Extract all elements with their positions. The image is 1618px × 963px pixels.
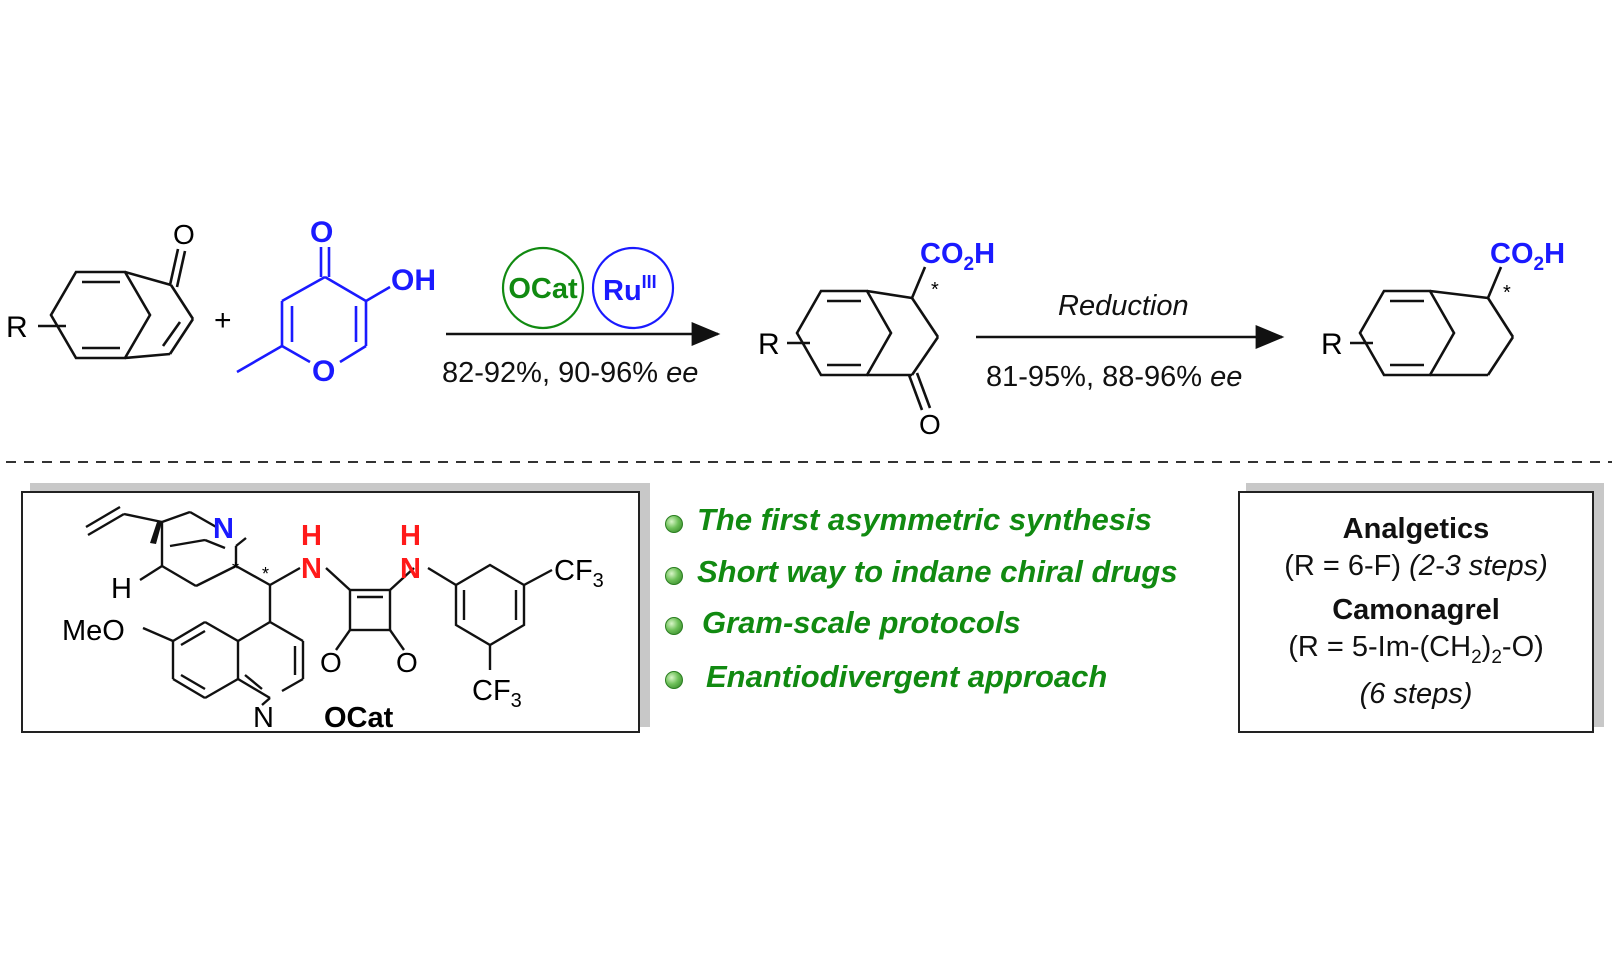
acid-stereo-star: * [931, 279, 939, 301]
catalyst-cf3-bottom: CF3 [472, 675, 522, 712]
catalyst-nh2-n: N [400, 553, 421, 585]
acid-r-label: R [758, 328, 780, 361]
catalyst-box [21, 491, 640, 733]
catalyst-meo: MeO [62, 615, 125, 647]
drug1-conditions: (R = 6-F) (2-3 steps) [1284, 550, 1548, 582]
indane-r-label: R [1321, 328, 1343, 361]
bullet-icon-1 [665, 515, 683, 533]
step2-conditions: 81-95%, 88-96% ee [986, 361, 1243, 393]
pyranone-ring-o: O [312, 355, 335, 388]
catalyst-nh2-h: H [400, 520, 421, 552]
plus-sign: + [214, 304, 232, 337]
acid-co2h-label: CO2H [920, 238, 995, 275]
feature-3: Gram-scale protocols [702, 605, 1021, 640]
indenone-o-label: O [173, 219, 195, 250]
catalyst-name: OCat [324, 702, 394, 734]
pyranone-o-carbonyl: O [310, 216, 333, 249]
indenone-structure [38, 248, 195, 360]
drug2-name: Camonagrel [1332, 594, 1500, 626]
feature-1: The first asymmetric synthesis [697, 502, 1152, 537]
drug1-name: Analgetics [1342, 513, 1490, 545]
bullet-icon-3 [665, 617, 683, 635]
indenone-r-label: R [6, 311, 28, 344]
drug2-steps: (6 steps) [1359, 677, 1473, 710]
drug2-conditions: (R = 5-Im-(CH2)2-O) [1288, 631, 1544, 668]
indanone-acid-structure [787, 266, 940, 411]
catalyst-cf3-top: CF3 [554, 555, 604, 592]
ocat-circle [501, 246, 585, 330]
ocat-circle-label: OCat [508, 273, 578, 305]
bullet-icon-4 [665, 671, 683, 689]
ru-circle-label: RuIII [603, 272, 657, 307]
catalyst-squaramide-o2: O [396, 647, 418, 678]
catalyst-nh1-h: H [301, 520, 322, 552]
catalyst-n-quinuclidine: N [213, 513, 234, 545]
pyranone-oh: OH [391, 264, 436, 297]
pyranone-structure [236, 247, 391, 374]
catalyst-quinoline-n: N [253, 702, 274, 734]
step2-reagent: Reduction [1058, 290, 1189, 322]
catalyst-star-2: * [262, 564, 269, 584]
indane-stereo-star: * [1503, 282, 1511, 304]
applications-box: Analgetics (R = 6-F) (2-3 steps) Camonag… [1238, 491, 1594, 733]
indane-acid-structure [1350, 266, 1515, 377]
catalyst-nh1-n: N [301, 553, 322, 585]
feature-4: Enantiodivergent approach [706, 659, 1108, 694]
acid-ketone-o: O [919, 409, 941, 440]
catalyst-h: H [111, 573, 132, 605]
step1-conditions: 82-92%, 90-96% ee [442, 357, 699, 389]
ru-circle [591, 246, 675, 330]
indane-co2h-label: CO2H [1490, 238, 1565, 275]
bullet-icon-2 [665, 567, 683, 585]
feature-2: Short way to indane chiral drugs [697, 554, 1178, 589]
catalyst-squaramide-o1: O [320, 647, 342, 678]
catalyst-star-1: * [232, 559, 239, 579]
